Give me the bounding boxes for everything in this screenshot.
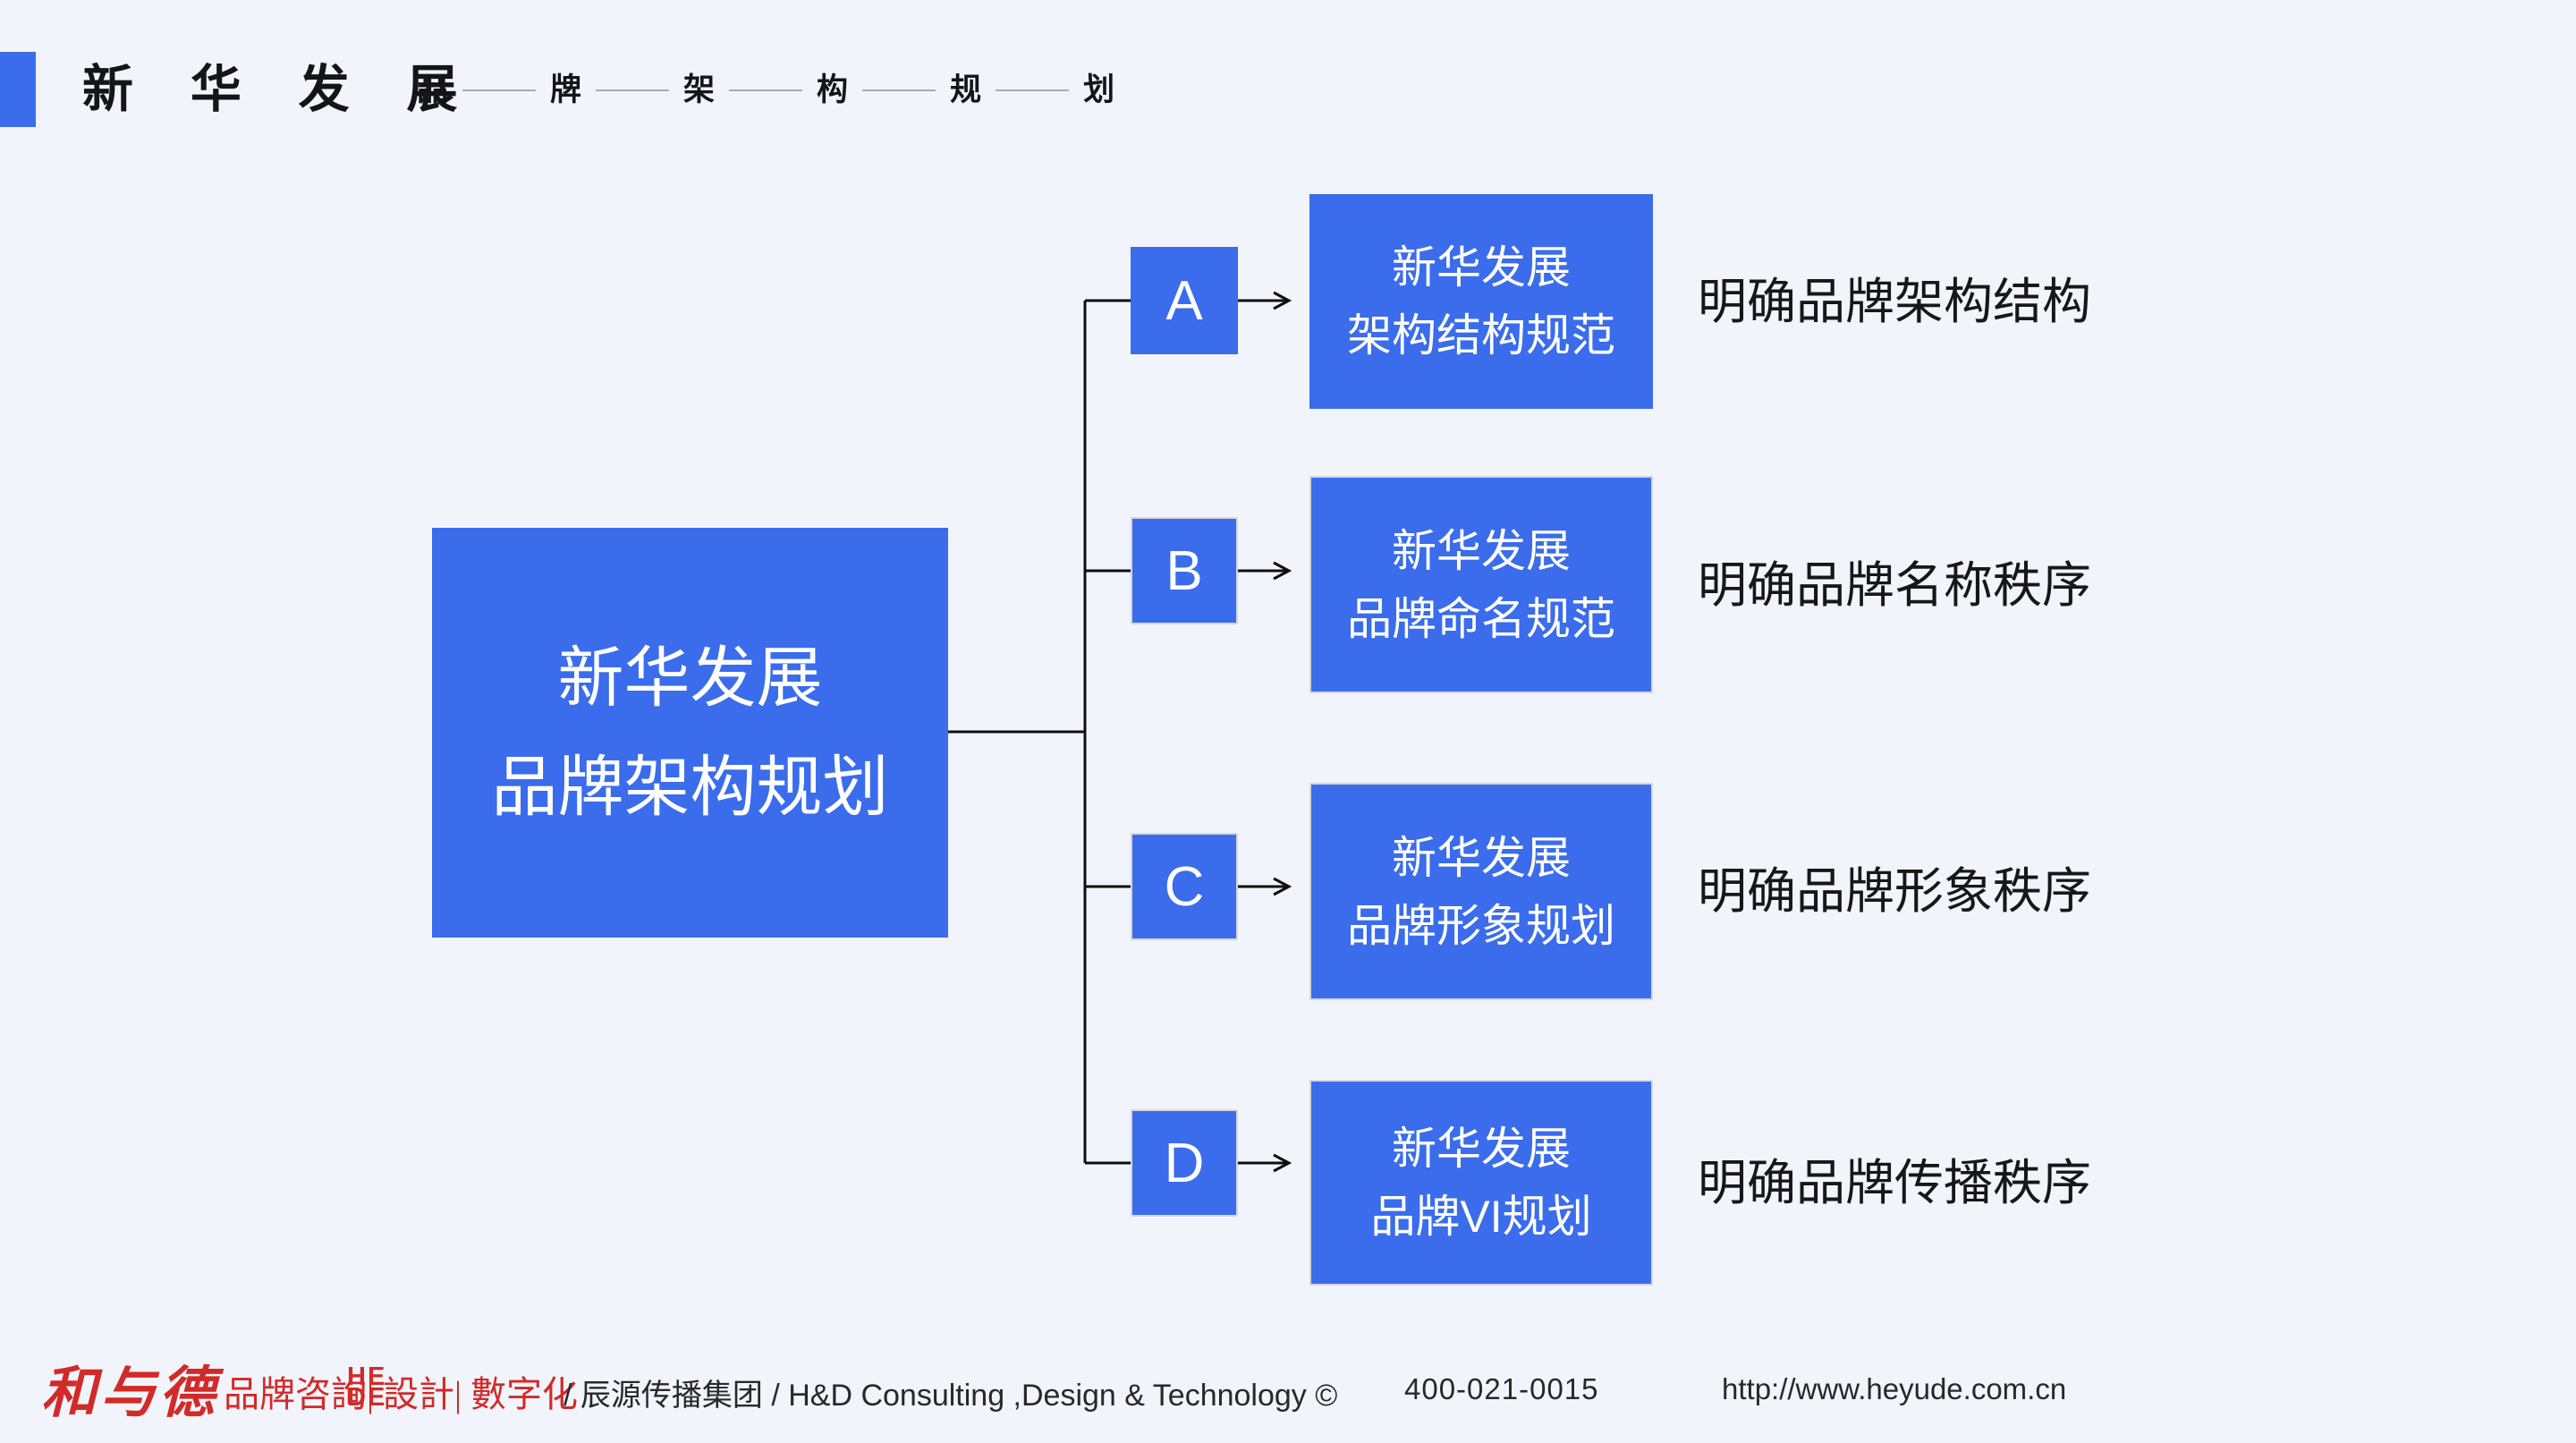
tagline-divider-line bbox=[729, 89, 803, 91]
tagline-char: 牌 bbox=[550, 72, 582, 107]
footer-phone: 400-021-0015 bbox=[1404, 1372, 1599, 1405]
branch-label-a: 明确品牌架构结构 bbox=[1698, 274, 2092, 329]
header-tagline: 品 牌 架 构 规 划 bbox=[417, 74, 1114, 106]
main-node: 新华发展 品牌架构规划 bbox=[432, 528, 948, 938]
footer-website: http://www.heyude.com.cn bbox=[1722, 1372, 2067, 1405]
branch-box-c-line1: 新华发展 bbox=[1392, 832, 1571, 883]
key-box-b: B bbox=[1131, 517, 1238, 624]
footer-company-line: / 辰源传播集团 / H&D Consulting ,Design & Tech… bbox=[564, 1379, 1338, 1413]
branch-box-b: 新华发展 品牌命名规范 bbox=[1309, 476, 1653, 693]
branch-box-c: 新华发展 品牌形象规划 bbox=[1309, 783, 1653, 1000]
branch-box-a-line1: 新华发展 bbox=[1392, 242, 1571, 293]
logo-mark-bottom: DE bbox=[347, 1383, 387, 1412]
heyude-logo: 和与德 bbox=[41, 1360, 219, 1425]
branch-box-d-line2: 品牌VI规划 bbox=[1370, 1192, 1592, 1242]
branch-box-a-line2: 架构结构规范 bbox=[1347, 310, 1615, 361]
page-title: 新 华 发 展 bbox=[82, 61, 479, 118]
tagline-char: 构 bbox=[817, 72, 849, 107]
key-letter-c: C bbox=[1164, 855, 1205, 918]
tagline-char: 架 bbox=[683, 72, 716, 107]
tagline-char: 品 bbox=[417, 72, 449, 107]
key-box-d: D bbox=[1131, 1109, 1238, 1217]
key-letter-b: B bbox=[1165, 539, 1203, 602]
branch-box-b-line2: 品牌命名规范 bbox=[1347, 593, 1615, 644]
tagline-char: 划 bbox=[1083, 72, 1115, 107]
footer: 和与德 HE DE 品牌咨詢| 設計| 數字化 / 辰源传播集团 / H&D C… bbox=[0, 1342, 2576, 1425]
footer-services-tagline: 品牌咨詢| 設計| 數字化 bbox=[224, 1374, 579, 1414]
key-letter-a: A bbox=[1165, 269, 1203, 332]
branch-box-d-line1: 新华发展 bbox=[1392, 1124, 1571, 1174]
branch-label-b: 明确品牌名称秩序 bbox=[1698, 557, 2092, 613]
tagline-divider-line bbox=[462, 89, 537, 91]
key-letter-d: D bbox=[1164, 1132, 1205, 1194]
tagline-divider-line bbox=[862, 89, 936, 91]
logo-mark-top: HE bbox=[347, 1362, 387, 1391]
main-node-line1: 新华发展 bbox=[557, 641, 823, 715]
main-node-line2: 品牌架构规划 bbox=[491, 750, 889, 824]
tagline-char: 规 bbox=[950, 72, 982, 107]
tagline-divider-line bbox=[596, 89, 670, 91]
header-accent-bar bbox=[0, 52, 36, 127]
heyude-logo-mark: HE DE bbox=[347, 1362, 387, 1412]
branch-box-d: 新华发展 品牌VI规划 bbox=[1309, 1080, 1653, 1286]
branch-label-d: 明确品牌传播秩序 bbox=[1698, 1155, 2092, 1210]
key-box-a: A bbox=[1131, 247, 1238, 354]
key-box-c: C bbox=[1131, 833, 1238, 940]
branch-label-c: 明确品牌形象秩序 bbox=[1698, 863, 2092, 919]
branch-box-c-line2: 品牌形象规划 bbox=[1347, 900, 1615, 951]
branch-box-a: 新华发展 架构结构规范 bbox=[1309, 194, 1653, 409]
tagline-divider-line bbox=[996, 89, 1070, 91]
branch-box-b-line1: 新华发展 bbox=[1392, 525, 1571, 576]
